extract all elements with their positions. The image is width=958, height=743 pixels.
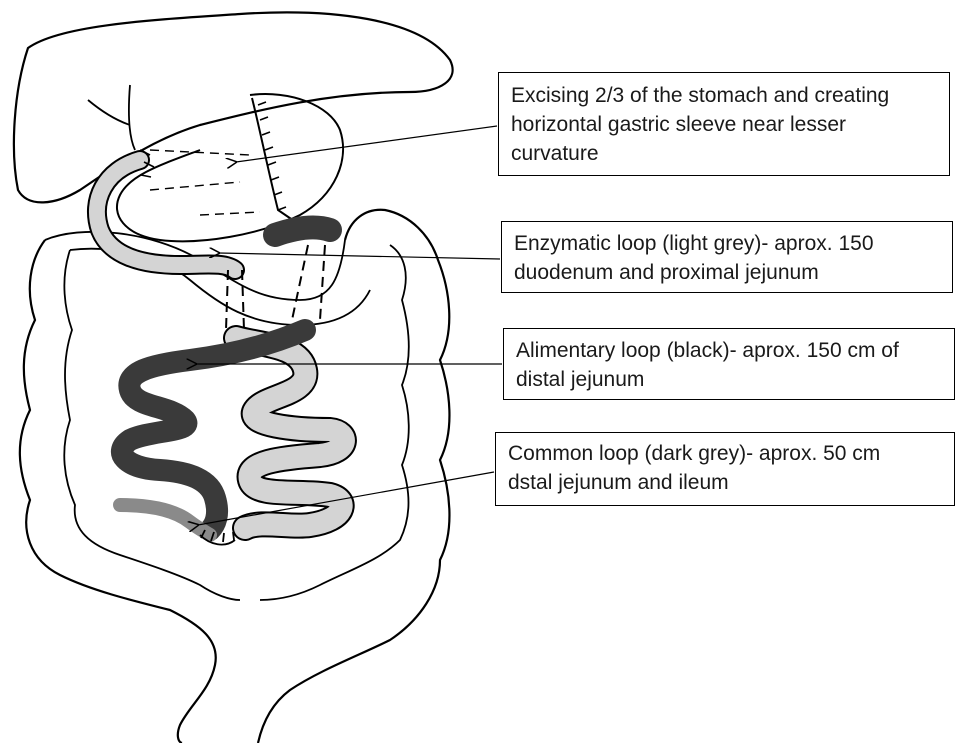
- colon: [20, 210, 450, 743]
- callout-common-loop: Common loop (dark grey)- aprox. 50 cm ds…: [495, 432, 955, 506]
- stomach-resection-line: [150, 150, 260, 215]
- colon-inner: [64, 245, 408, 600]
- callout-gastric-sleeve: Excising 2/3 of the stomach and creating…: [498, 72, 950, 176]
- common-loop: [120, 505, 210, 535]
- arrow-2: [219, 253, 500, 259]
- alimentary-loop-upper: [275, 228, 330, 235]
- callout-enzymatic-loop: Enzymatic loop (light grey)- aprox. 150 …: [501, 221, 953, 293]
- callout-alimentary-loop: Alimentary loop (black)- aprox. 150 cm o…: [503, 328, 955, 400]
- arrow-1: [236, 126, 497, 162]
- dashed-connections: [226, 245, 325, 330]
- liver: [14, 12, 453, 202]
- gastric-sleeve: [252, 98, 300, 225]
